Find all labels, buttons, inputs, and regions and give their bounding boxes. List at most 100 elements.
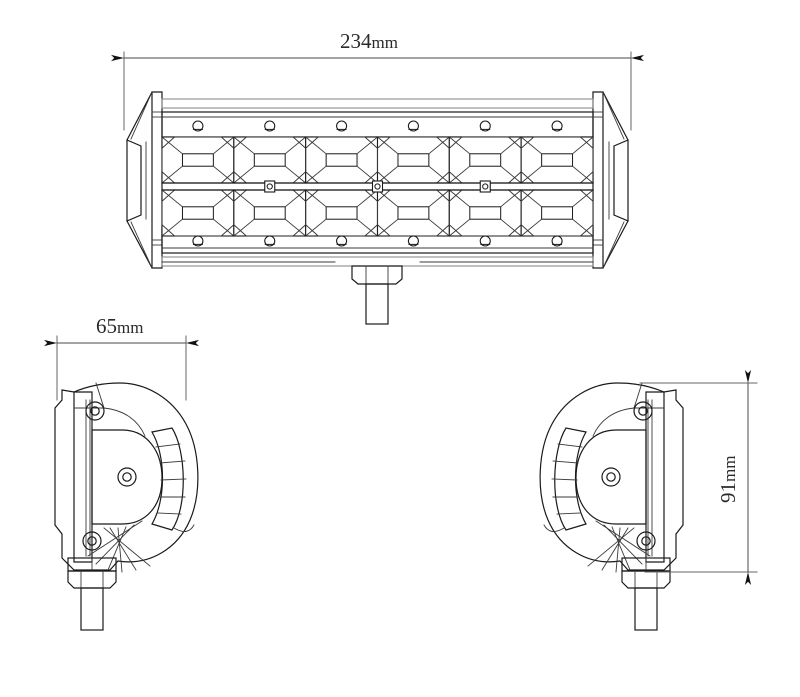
left-heat-fin-array	[151, 427, 195, 532]
right-fan-rib-2	[601, 527, 629, 571]
left-bracket-inner	[126, 139, 142, 222]
lower-row-facet-2-1	[356, 189, 378, 208]
lower-row-cell-3	[376, 189, 450, 237]
bolt-hole-bottom-outer	[82, 531, 102, 551]
left-bracket-edge-bottom	[130, 221, 153, 269]
lower-row-led-3	[397, 206, 430, 220]
left-fan-rib-1	[103, 527, 151, 567]
top-screw-0	[192, 120, 204, 132]
upper-row-cell-3	[376, 136, 450, 184]
top-screw-row	[192, 120, 563, 132]
right-bracket-edge-top	[602, 91, 625, 140]
upper-row-led-4	[469, 153, 502, 167]
lower-row-facet-1-1	[284, 189, 306, 208]
lower-row-facet-2-2	[305, 218, 327, 237]
right-bracket-plate	[592, 91, 604, 269]
lower-row-facet-0-3	[213, 218, 235, 237]
upper-row-facet-0-2	[161, 165, 183, 184]
right-threaded-stud	[634, 587, 658, 631]
bolt-hole-center-inner	[606, 472, 616, 482]
center-screw-3	[482, 183, 489, 190]
lower-row-facet-3-1	[428, 189, 450, 208]
upper-row-facet-0-3	[213, 165, 235, 184]
lower-row-facet-0-1	[213, 189, 235, 208]
bolt-hole-bottom-outer	[636, 531, 656, 551]
upper-row-led-5	[541, 153, 574, 167]
right-bracket-edge-bottom	[602, 221, 625, 269]
lower-row-led-2	[325, 206, 358, 220]
upper-row-facet-5-2	[520, 165, 542, 184]
lower-row-cell-octagon-1	[233, 189, 307, 237]
lower-row-facet-2-0	[305, 189, 327, 208]
lower-row-led-5	[541, 206, 574, 220]
left-fin-2	[159, 460, 186, 464]
bottom-screw-3	[407, 235, 419, 247]
hex-nut	[351, 265, 403, 285]
upper-row-cell-5	[520, 136, 594, 184]
upper-row-facet-3-1	[428, 136, 450, 155]
bottom-screw-4	[479, 235, 491, 247]
lower-row-cell-octagon-0	[161, 189, 235, 237]
upper-row-cell-2	[305, 136, 379, 184]
right-bolt-holes	[601, 401, 656, 551]
top-screw-2	[336, 120, 348, 132]
lower-row-led-1	[253, 206, 286, 220]
right-fan-rib-3	[615, 527, 621, 573]
dimension-label-65mm: 65mm	[96, 314, 143, 338]
bottom-screw-2	[336, 235, 348, 247]
upper-row-facet-5-1	[572, 136, 594, 155]
lower-row-facet-5-0	[520, 189, 542, 208]
lower-row-facet-5-3	[572, 218, 594, 237]
upper-row-facet-1-1	[284, 136, 306, 155]
upper-row-led-3	[397, 153, 430, 167]
lower-row-facet-3-0	[377, 189, 399, 208]
right-fan-rib-4	[611, 526, 631, 571]
right-bracket-inner	[613, 139, 629, 222]
bolt-hole-center-outer	[601, 467, 621, 487]
bolt-hole-center-inner	[122, 472, 132, 482]
lower-row-facet-0-0	[161, 189, 183, 208]
lower-row-led-0	[181, 206, 214, 220]
right-fin-3	[551, 478, 578, 481]
upper-row-led-2	[325, 153, 358, 167]
left-fan-rib-3	[117, 527, 123, 573]
upper-row-facet-2-0	[305, 136, 327, 155]
lower-row-facet-1-2	[233, 218, 255, 237]
right-heat-fin-array	[543, 427, 587, 532]
right-bracket-taper	[602, 91, 629, 269]
upper-row-led-1	[253, 153, 286, 167]
lower-row-facet-1-3	[284, 218, 306, 237]
front-mount-stud	[351, 265, 403, 325]
upper-row-cell-4	[448, 136, 522, 184]
right-mount-stud	[621, 557, 671, 631]
top-screw-3	[407, 120, 419, 132]
upper-row-facet-4-1	[500, 136, 522, 155]
right-upper-rib	[633, 382, 643, 409]
right-fin-tail	[543, 524, 565, 532]
dimension-overall-length: 234mm	[111, 29, 644, 131]
front-view	[126, 91, 629, 325]
right-end-bracket	[592, 91, 629, 269]
bolt-hole-top-inner	[638, 406, 648, 416]
upper-row-facet-5-3	[572, 165, 594, 184]
upper-row-facet-2-2	[305, 165, 327, 184]
lower-row-cell-octagon-2	[305, 189, 378, 237]
lower-row-facet-5-1	[572, 189, 594, 208]
upper-row-facet-3-3	[428, 165, 450, 184]
bottom-screw-5	[551, 235, 563, 247]
upper-row-facet-3-0	[377, 136, 399, 155]
dimension-overall-depth: 65mm	[44, 314, 199, 401]
lower-row-facet-1-0	[233, 189, 255, 208]
left-mount-stud	[67, 557, 117, 631]
upper-row-facet-5-0	[520, 136, 542, 155]
lower-row-facet-5-2	[520, 218, 542, 237]
left-bracket-plate	[151, 91, 163, 269]
upper-row-facet-4-0	[449, 136, 471, 155]
right-fin-5	[556, 512, 582, 515]
left-fin-tail	[173, 524, 195, 532]
left-fin-5	[156, 512, 182, 515]
lower-row-cell-octagon-4	[448, 189, 522, 237]
right-fin-2	[552, 460, 579, 464]
